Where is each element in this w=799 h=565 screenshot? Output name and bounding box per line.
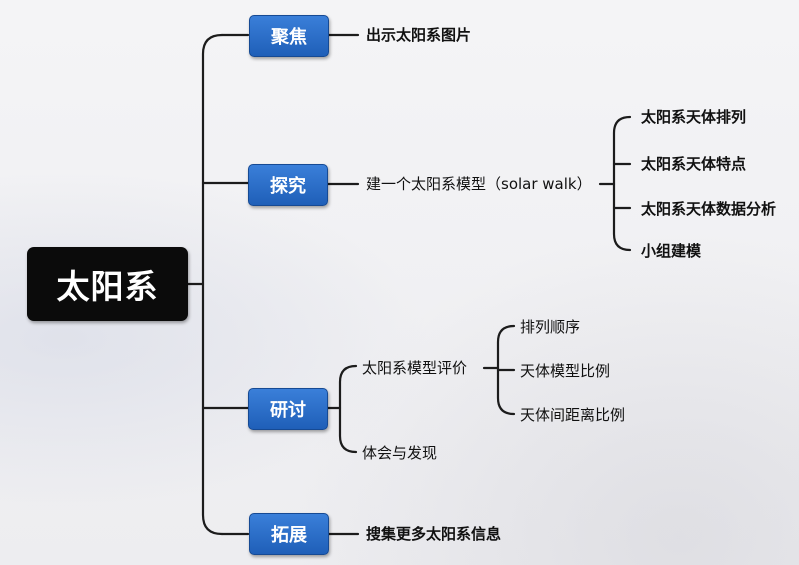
- leaf-sub-arrangement: 太阳系天体排列: [641, 108, 747, 126]
- leaf-sub-data-analysis: 太阳系天体数据分析: [641, 200, 777, 218]
- branch-label: 聚焦: [271, 27, 307, 48]
- branch-label: 研讨: [270, 400, 306, 421]
- root-label: 太阳系: [56, 267, 159, 306]
- leaf-model-evaluation: 太阳系模型评价: [362, 359, 468, 377]
- leaf-sub-group-modeling: 小组建模: [641, 242, 702, 260]
- connector-b2-bracket: [612, 115, 632, 252]
- connector-trunk: [201, 33, 224, 536]
- leaf-build-model: 建一个太阳系模型（solar walk）: [366, 175, 592, 193]
- connector-b3-bracket: [338, 364, 358, 454]
- branch-label: 拓展: [271, 525, 307, 546]
- branch-node-focus: 聚焦: [249, 15, 329, 57]
- leaf-sub-model-ratio: 天体模型比例: [520, 362, 611, 380]
- leaf-sub-order: 排列顺序: [520, 318, 581, 336]
- branch-node-discuss: 研讨: [248, 388, 328, 430]
- leaf-show-picture: 出示太阳系图片: [366, 26, 472, 44]
- branch-label: 探究: [270, 176, 306, 197]
- branch-node-explore: 探究: [248, 164, 328, 206]
- root-node: 太阳系: [27, 247, 188, 321]
- branch-node-extend: 拓展: [249, 513, 329, 555]
- leaf-insights: 体会与发现: [362, 444, 438, 462]
- leaf-sub-features: 太阳系天体特点: [641, 155, 747, 173]
- leaf-sub-distance-ratio: 天体间距离比例: [520, 406, 626, 424]
- leaf-collect-info: 搜集更多太阳系信息: [366, 525, 502, 543]
